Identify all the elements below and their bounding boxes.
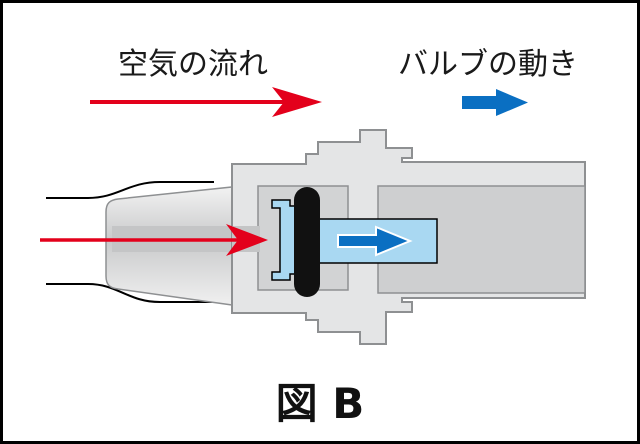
valve-motion-arrow [337,225,413,257]
valve-motion-legend-arrow [462,89,528,116]
air-flow-legend-arrow [90,87,322,117]
figure-caption: 図 B [275,379,365,428]
air-flow-arrow [40,224,268,256]
hose-outline-top [46,181,214,199]
air-flow-label: 空気の流れ [118,47,268,82]
hose-outline-bottom [46,283,214,303]
valve-disc [271,199,297,281]
seal-ring [294,187,320,297]
valve-motion-label: バルブの動き [398,47,578,82]
